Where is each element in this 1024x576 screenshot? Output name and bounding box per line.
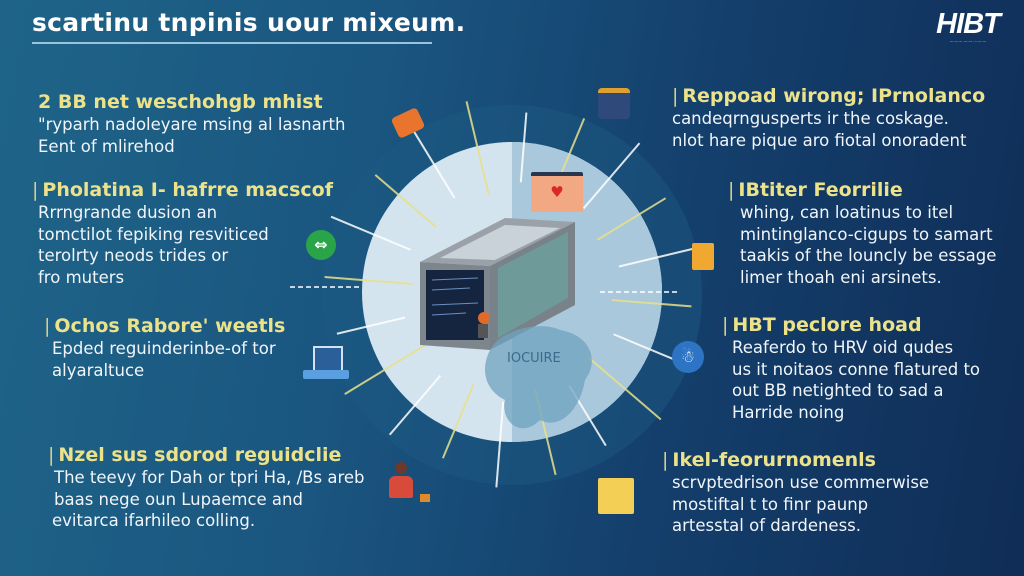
ray-line [596,197,667,241]
exchange-icon: ⇔ [306,230,336,260]
block-body-line: artesstal of dardeness. [672,516,862,535]
title-underline [32,42,432,44]
block-body-line: mintinglanco-cigups to samart [740,224,993,244]
accent-bar: | [44,315,51,337]
block-body-line: evitarca ifarhileo colling. [52,511,256,530]
ray-line [324,275,413,286]
block-body-line: limer thoah eni arsinets. [740,267,942,287]
block-body-line: candeqrngusperts ir the coskage. [672,109,949,128]
info-block-right-3: |HBT peclore hoad Reaferdo to HRV oid qu… [722,313,980,423]
server-box-illustration [420,218,575,350]
shopping-bag-icon [598,478,634,514]
info-block-left-1: 2 BB net weschohgb mhist "ryparh nadoley… [38,90,345,157]
block-body-line: mostiftal t to finr paunp [672,494,869,514]
block-heading: IBtiter Feorrilie [738,179,903,201]
block-heading: Ikel-feorurnomenls [672,449,876,471]
ray-line [465,101,490,195]
block-body-line: whing, can loatinus to itel [740,203,954,222]
ray-line [374,174,437,228]
accent-bar: | [722,314,729,336]
block-body-line: scrvptedrison use commerwise [672,473,930,492]
security-badge-icon: ☃ [672,341,704,373]
ray-line [618,247,696,268]
info-block-right-4: |Ikel-feorurnomenls scrvptedrison use co… [662,448,929,537]
map-splash [485,326,592,429]
block-body-line: tomctilot fepiking resviticed [38,224,269,244]
block-body-line: baas nege oun Lupaemce and [54,489,303,509]
block-body-line: "ryparh nadoleyare msing al lasnarth [38,115,346,134]
block-heading: HBT peclore hoad [732,314,922,336]
logo-tagline: ·········· ········ ········· [949,39,987,44]
ray-line [388,374,442,436]
ray-line [344,343,428,396]
block-heading: Pholatina I- hafrre macscof [42,179,334,201]
ray-line [611,298,692,308]
block-body-line: Reaferdo to HRV oid qudes [732,338,954,357]
info-block-left-4: |Nzel sus sdorod reguidclie The teevy fo… [48,443,365,532]
ray-line [582,142,641,210]
block-body-line: out BB netighted to sad a [732,381,944,400]
ray-line [330,215,411,251]
info-block-right-2: |IBtiter Feorrilie whing, can loatinus t… [728,178,996,288]
block-body-line: Rrrngrande dusion an [38,203,218,222]
block-body-line: taakis of the louncly be essage [740,246,997,265]
block-body-line: Eent of mlirehod [38,136,175,156]
info-block-left-3: |Ochos Rabore' weetls Epded reguinderinb… [44,314,285,381]
block-heading: Ochos Rabore' weetls [54,315,286,337]
accent-bar: | [672,85,679,107]
logo-mark: HIBT [936,8,1001,40]
accent-bar: | [32,179,39,201]
accent-bar: | [48,444,55,466]
ray-line [413,131,456,199]
ray-line [587,356,662,421]
block-heading: 2 BB net weschohgb mhist [38,91,323,113]
block-body-line: Epded reguinderinbe-of tor [52,339,276,358]
hibt-logo: HIBT ·········· ········ ········· [926,8,1010,44]
block-body-line: Harride noing [732,402,845,422]
center-label: IOCUIRE [507,351,561,366]
block-heading: Reppoad wirong; IPrnolanco [682,85,986,107]
folder-icon [692,243,714,270]
block-body-line: fro muters [38,267,125,287]
ray-line [495,401,505,488]
info-block-left-2: |Pholatina I- hafrre macscof Rrrngrande … [32,178,333,288]
info-block-right-1: |Reppoad wirong; IPrnolanco candeqrngusp… [672,84,985,151]
accent-bar: | [728,179,735,201]
block-body-line: terolrty neods trides or [38,246,229,265]
storage-icon [598,88,630,119]
laptop-icon [303,346,349,380]
person-icon [386,462,416,502]
page-title: scartinu tnpinis uour mixeum. [32,8,466,37]
ray-line [519,112,528,183]
ray-line [336,316,406,335]
accent-bar: | [662,449,669,471]
medical-briefcase-icon: ♥ [531,172,583,212]
block-body-line: us it noitaos conne flatured to [732,359,981,379]
small-box-icon [420,494,430,502]
ray-line [441,383,475,459]
block-body-line: The teevy for Dah or tpri Ha, /Bs areb [54,468,365,487]
block-body-line: nlot hare pique aro fiotal onoradent [672,130,967,150]
block-body-line: alyaraltuce [52,360,145,380]
block-heading: Nzel sus sdorod reguidclie [58,444,342,466]
